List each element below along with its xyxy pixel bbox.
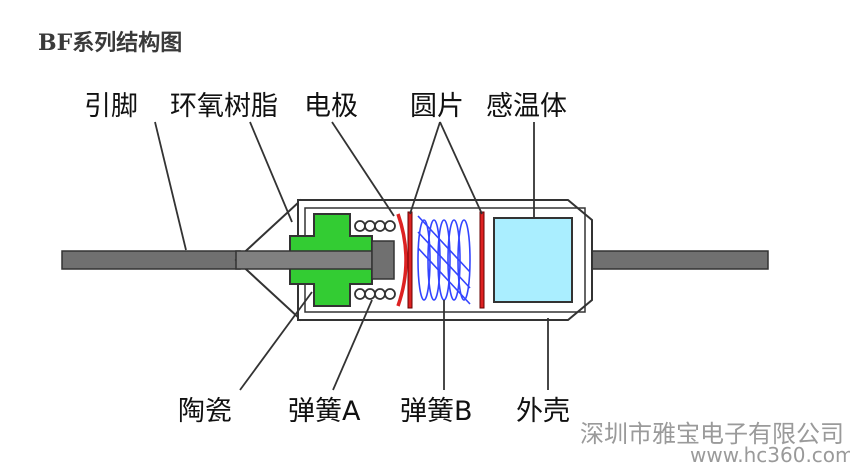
spring-a: [354, 220, 396, 300]
spring-b: [417, 215, 471, 305]
lead-left: [61, 250, 241, 270]
leader-lead: [154, 121, 187, 251]
leader-spring-a: [332, 299, 373, 391]
label-sensor: 感温体: [486, 91, 567, 122]
leader-lines: [154, 121, 549, 391]
leader-epoxy: [249, 121, 293, 223]
lead-right: [591, 250, 769, 270]
watermark-url: www.hc360.com: [690, 443, 850, 467]
label-electrode: 电极: [304, 91, 358, 122]
lead-through-ceramic: [235, 250, 373, 270]
label-epoxy: 环氧树脂: [170, 91, 278, 122]
disc-plate-right: [479, 211, 485, 309]
leader-electrode: [331, 121, 395, 217]
label-spring-b: 弹簧B: [400, 396, 473, 427]
electrode-left: [396, 213, 408, 307]
label-ceramic: 陶瓷: [178, 396, 232, 427]
label-spring-a: 弹簧A: [288, 396, 361, 427]
label-shell: 外壳: [516, 396, 570, 427]
watermark-company: 深圳市雅宝电子有限公司: [580, 420, 844, 448]
electrode-contact: [371, 240, 395, 280]
diagram-title: BF系列结构图: [38, 30, 182, 56]
disc-plate-left: [407, 211, 413, 309]
leader-disc-left: [409, 121, 441, 215]
sensor-body: [493, 217, 573, 303]
leader-disc-right: [439, 121, 483, 215]
label-disc: 圆片: [410, 91, 464, 122]
label-lead: 引脚: [84, 91, 138, 122]
leader-ceramic: [239, 291, 313, 391]
